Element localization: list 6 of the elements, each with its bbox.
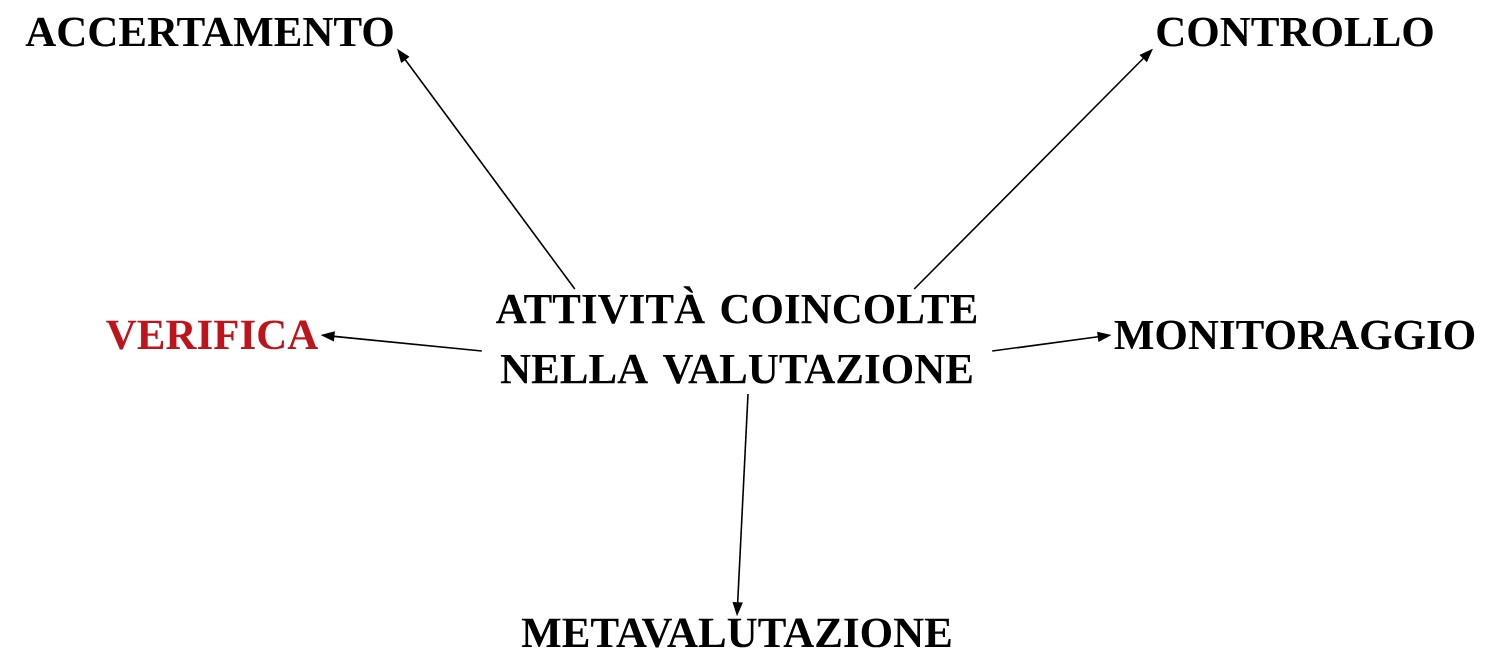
activity-label: METAVALUTAZIONE [521, 618, 951, 648]
center-label: ATTIVITÀ COINCOLTE NELLA VALUTAZIONE [496, 286, 977, 384]
activity-label: MONITORAGGIO [1114, 320, 1475, 350]
activity-label: VERIFICA [106, 320, 318, 350]
activity-label: CONTROLLO [1157, 17, 1433, 47]
activity-label: ACCERTAMENTO [25, 17, 393, 47]
